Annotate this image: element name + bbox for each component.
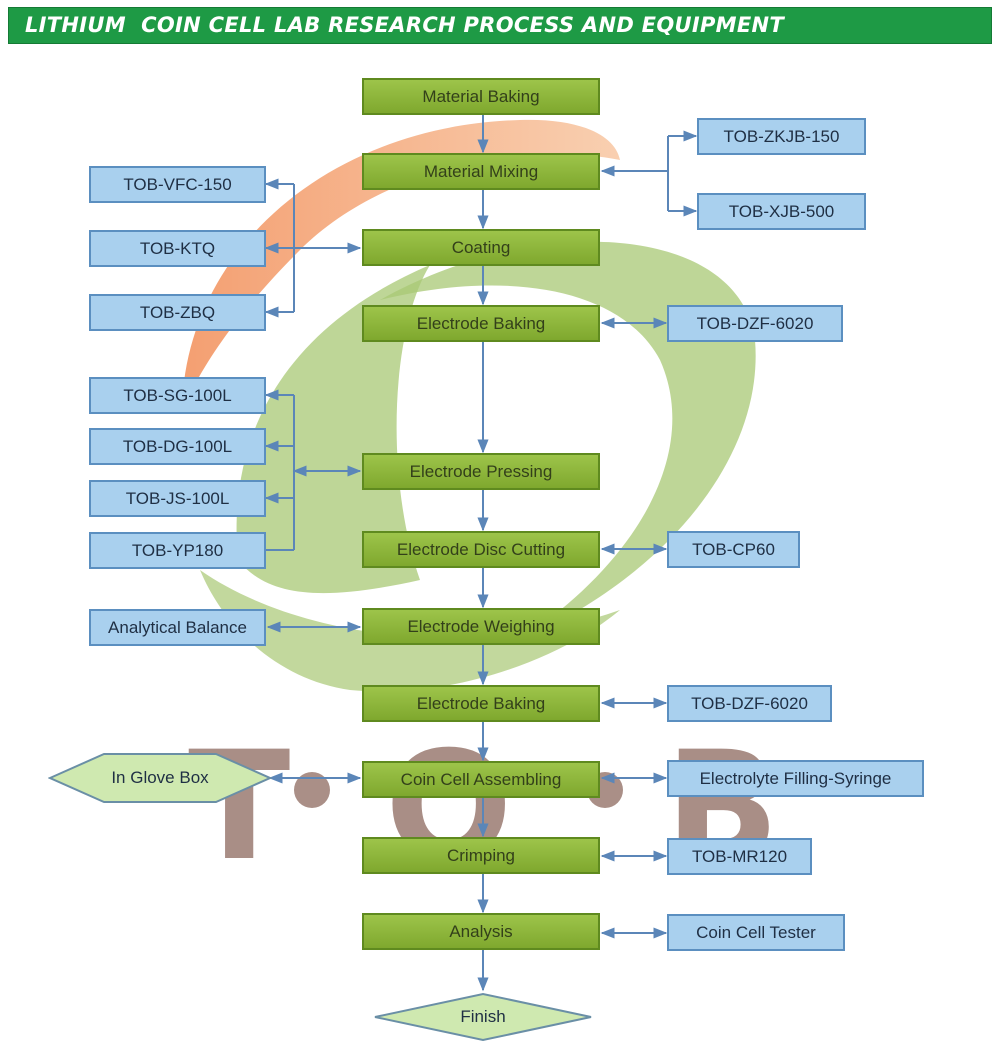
equipment-tob-dg-100l: TOB-DG-100L: [89, 428, 266, 465]
equipment-tob-cp60: TOB-CP60: [667, 531, 800, 568]
step-material-mixing: Material Mixing: [362, 153, 600, 190]
glove-box-diamond: In Glove Box: [48, 752, 272, 804]
step-coating: Coating: [362, 229, 600, 266]
finish-label: Finish: [460, 1007, 506, 1026]
step-electrode-baking-2: Electrode Baking: [362, 685, 600, 722]
step-coin-cell-assembling: Coin Cell Assembling: [362, 761, 600, 798]
equipment-tob-vfc-150: TOB-VFC-150: [89, 166, 266, 203]
diagram-title: LITHIUM COIN CELL LAB RESEARCH PROCESS A…: [25, 13, 784, 37]
equipment-tob-dzf-6020: TOB-DZF-6020: [667, 305, 843, 342]
equipment-tob-ktq: TOB-KTQ: [89, 230, 266, 267]
step-electrode-weighing: Electrode Weighing: [362, 608, 600, 645]
equipment-tob-mr120: TOB-MR120: [667, 838, 812, 875]
equipment-tob-zbq: TOB-ZBQ: [89, 294, 266, 331]
finish-terminal: Finish: [373, 992, 593, 1042]
logo-green-swoosh-bottom: [200, 570, 620, 692]
logo-green-swoosh-inner: [500, 360, 624, 560]
equipment-tob-xjb-500: TOB-XJB-500: [697, 193, 866, 230]
title-bar: LITHIUM COIN CELL LAB RESEARCH PROCESS A…: [8, 7, 992, 44]
equipment-tob-js-100l: TOB-JS-100L: [89, 480, 266, 517]
logo-green-swoosh-right: [380, 241, 756, 641]
step-electrode-pressing: Electrode Pressing: [362, 453, 600, 490]
equipment-coin-cell-tester: Coin Cell Tester: [667, 914, 845, 951]
equipment-tob-sg-100l: TOB-SG-100L: [89, 377, 266, 414]
logo-green-swoosh-left: [236, 265, 430, 594]
step-crimping: Crimping: [362, 837, 600, 874]
step-analysis: Analysis: [362, 913, 600, 950]
watermark-letter-t: T: [188, 720, 290, 894]
step-electrode-baking: Electrode Baking: [362, 305, 600, 342]
equipment-tob-dzf-6020-2: TOB-DZF-6020: [667, 685, 832, 722]
equipment-analytical-balance: Analytical Balance: [89, 609, 266, 646]
step-material-baking: Material Baking: [362, 78, 600, 115]
equipment-tob-zkjb-150: TOB-ZKJB-150: [697, 118, 866, 155]
step-electrode-disc-cutting: Electrode Disc Cutting: [362, 531, 600, 568]
equipment-tob-yp180: TOB-YP180: [89, 532, 266, 569]
glove-box-label: In Glove Box: [111, 768, 209, 787]
equipment-electrolyte-filling-syringe: Electrolyte Filling-Syringe: [667, 760, 924, 797]
